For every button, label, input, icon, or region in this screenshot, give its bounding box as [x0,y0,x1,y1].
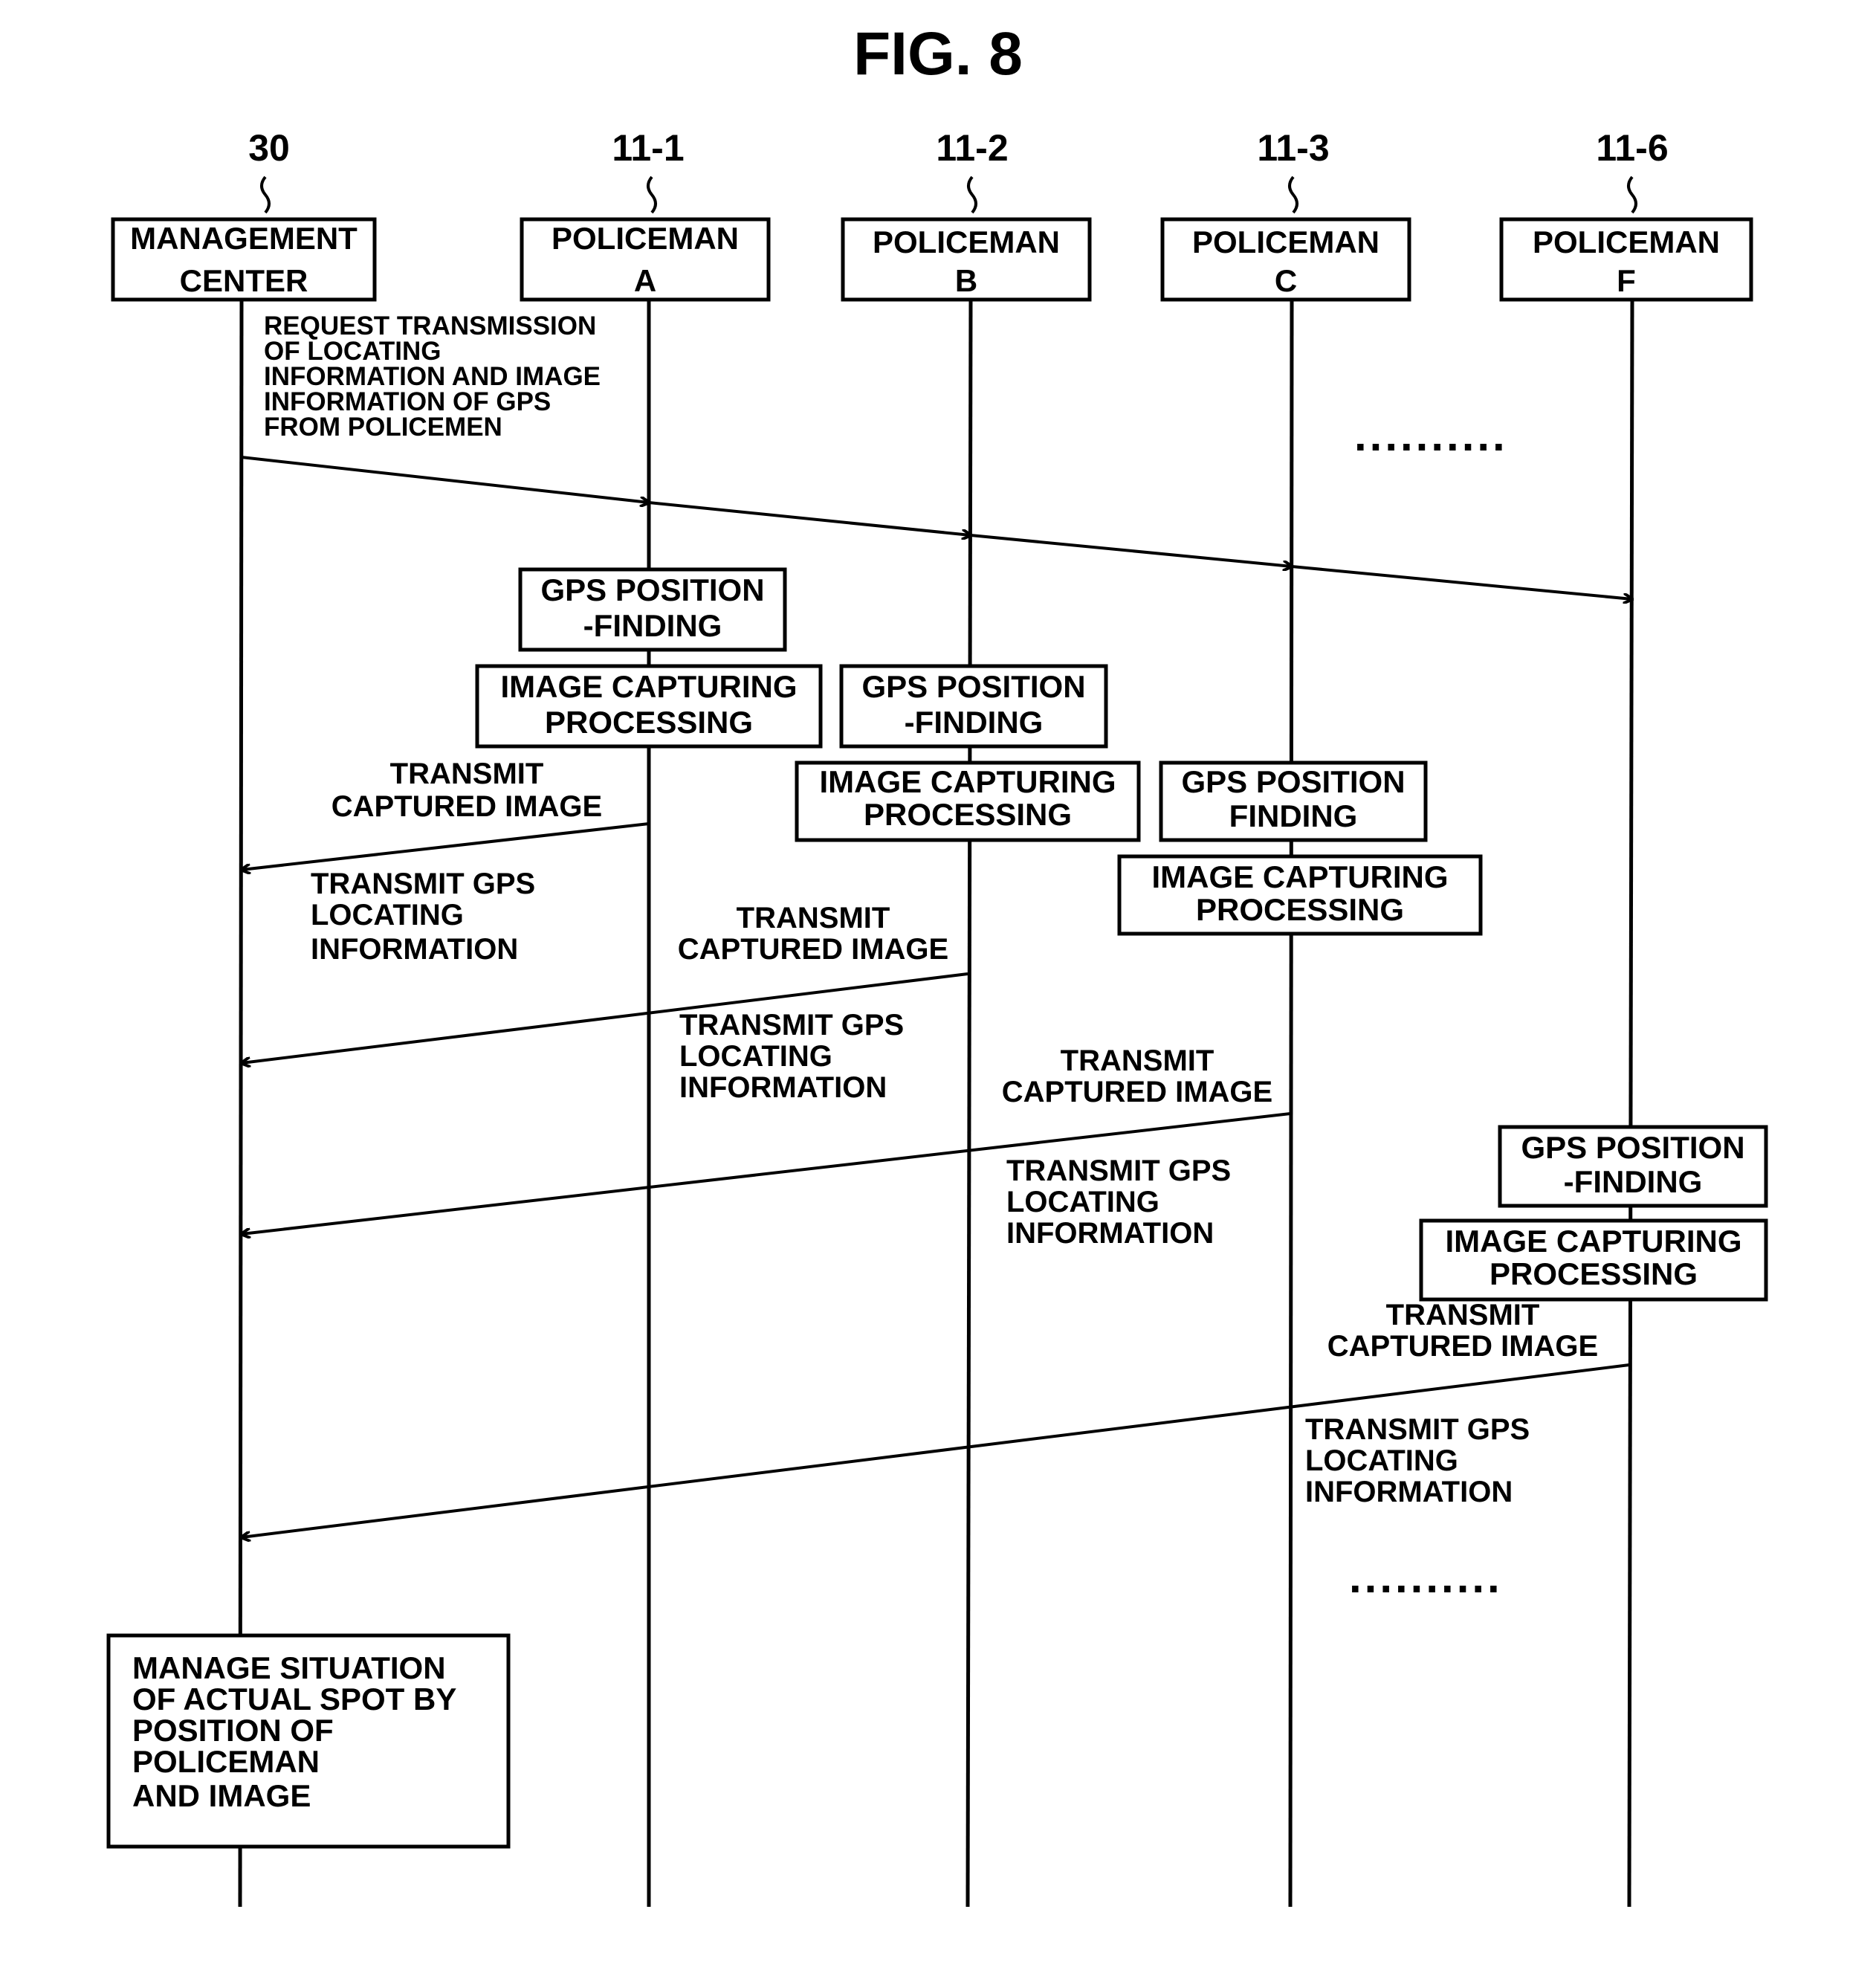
participant-label-line2: CENTER [180,263,308,298]
request-arrow-to-a [242,457,649,503]
message-line: LOCATING [1006,1186,1159,1218]
participant-label-line2: F [1617,263,1636,298]
participant-label-line1: POLICEMAN [552,221,739,256]
participant-label-line2: B [955,263,977,298]
return-arrow-from-a [242,824,649,870]
ref-policeman-f: 11-6 [1596,127,1668,169]
ref-policeman-a: 11-1 [612,127,684,169]
message-line: TRANSMIT [1386,1299,1540,1331]
leader-squiggle [262,177,269,213]
message-line: TRANSMIT GPS [679,1009,904,1041]
lifeline-policeman-c [1290,299,1292,1907]
ref-policeman-b: 11-2 [936,127,1008,169]
message-line: TRANSMIT [1061,1044,1214,1077]
message-line: CAPTURED IMAGE [331,790,602,823]
box-text-line: GPS POSITION [1521,1130,1744,1165]
participant-policeman-c: POLICEMAN C [1162,219,1409,300]
a-transmit-gps-label: TRANSMIT GPS LOCATING INFORMATION [311,868,535,966]
f-transmit-gps-label: TRANSMIT GPS LOCATING INFORMATION [1305,1413,1530,1508]
b-image-capturing-box: IMAGE CAPTURING PROCESSING [797,763,1139,840]
participant-label-line1: POLICEMAN [1192,225,1379,259]
manage-box-line: POLICEMAN [132,1744,320,1779]
box-text-line: IMAGE CAPTURING [820,764,1116,799]
manage-box-line: MANAGE SITUATION [132,1650,446,1685]
box-text-line: -FINDING [905,705,1044,740]
a-image-capturing-box: IMAGE CAPTURING PROCESSING [477,666,821,746]
box-text-line: PROCESSING [1490,1256,1698,1291]
message-line: CAPTURED IMAGE [678,933,948,966]
figure-title: FIG. 8 [853,20,1023,88]
c-transmit-gps-label: TRANSMIT GPS LOCATING INFORMATION [1006,1154,1231,1250]
box-text-line: -FINDING [583,608,722,643]
message-line: INFORMATION [679,1071,887,1104]
f-gps-position-finding-box: GPS POSITION -FINDING [1500,1127,1766,1206]
box-text-line: FINDING [1229,798,1358,833]
message-line: TRANSMIT GPS [1006,1154,1231,1187]
ellipsis-bottom: .......... [1349,1552,1503,1602]
message-line: TRANSMIT [390,758,544,790]
box-text-line: PROCESSING [864,797,1072,832]
box-text-line: GPS POSITION [861,669,1085,704]
manage-box-line: POSITION OF [132,1713,334,1748]
manage-situation-box: MANAGE SITUATION OF ACTUAL SPOT BY POSIT… [109,1635,508,1847]
box-text-line: IMAGE CAPTURING [1446,1224,1742,1259]
ref-management-center: 30 [248,127,290,169]
f-transmit-image-label: TRANSMIT CAPTURED IMAGE [1327,1299,1598,1363]
leader-squiggle [648,177,656,213]
box-text-line: GPS POSITION [1181,764,1405,799]
box-text-line: PROCESSING [1196,892,1404,927]
message-line: INFORMATION [1305,1476,1513,1508]
ref-policeman-c: 11-3 [1257,127,1329,169]
participant-label-line2: C [1275,263,1297,298]
participant-management-center: MANAGEMENT CENTER [113,219,375,300]
lifeline-policeman-f [1629,299,1632,1907]
b-transmit-gps-label: TRANSMIT GPS LOCATING INFORMATION [679,1009,904,1104]
message-line: LOCATING [311,899,464,931]
box-text-line: -FINDING [1564,1164,1703,1199]
request-arrow-to-f [1292,566,1632,599]
leader-squiggle [1290,177,1297,213]
b-gps-position-finding-box: GPS POSITION -FINDING [841,666,1106,746]
message-line: LOCATING [679,1040,832,1073]
message-line: TRANSMIT GPS [311,868,535,900]
participant-label-line1: MANAGEMENT [130,221,358,256]
b-transmit-image-label: TRANSMIT CAPTURED IMAGE [678,902,948,966]
request-label-line: FROM POLICEMEN [264,413,502,442]
request-arrow-to-b [649,503,971,535]
box-text-line: IMAGE CAPTURING [1152,859,1449,894]
participant-label-line2: A [634,263,656,298]
manage-box-line: AND IMAGE [132,1778,311,1813]
lifeline-policeman-b [968,299,971,1907]
message-line: CAPTURED IMAGE [1327,1330,1598,1363]
box-text-line: GPS POSITION [540,572,764,607]
participant-policeman-a: POLICEMAN A [522,219,769,300]
participant-label-line1: POLICEMAN [1533,225,1720,259]
ellipsis-top: .......... [1354,410,1508,460]
message-line: LOCATING [1305,1444,1458,1477]
participant-policeman-b: POLICEMAN B [843,219,1090,300]
message-line: CAPTURED IMAGE [1002,1076,1272,1108]
c-image-capturing-box: IMAGE CAPTURING PROCESSING [1119,856,1481,934]
message-line: TRANSMIT GPS [1305,1413,1530,1446]
a-gps-position-finding-box: GPS POSITION -FINDING [520,569,785,650]
leader-squiggle [1628,177,1636,213]
message-line: TRANSMIT [737,902,890,934]
c-gps-position-finding-box: GPS POSITION FINDING [1161,763,1426,840]
manage-box-line: OF ACTUAL SPOT BY [132,1682,456,1717]
box-text-line: IMAGE CAPTURING [501,669,798,704]
participant-policeman-f: POLICEMAN F [1501,219,1751,300]
request-label: REQUEST TRANSMISSION OF LOCATING INFORMA… [264,311,601,442]
leader-squiggle [968,177,976,213]
request-arrow-to-c [971,535,1292,566]
a-transmit-image-label: TRANSMIT CAPTURED IMAGE [331,758,602,823]
f-image-capturing-box: IMAGE CAPTURING PROCESSING [1421,1221,1766,1299]
participant-label-line1: POLICEMAN [873,225,1060,259]
box-text-line: PROCESSING [545,705,753,740]
message-line: INFORMATION [311,933,518,966]
c-transmit-image-label: TRANSMIT CAPTURED IMAGE [1002,1044,1272,1108]
message-line: INFORMATION [1006,1217,1214,1250]
